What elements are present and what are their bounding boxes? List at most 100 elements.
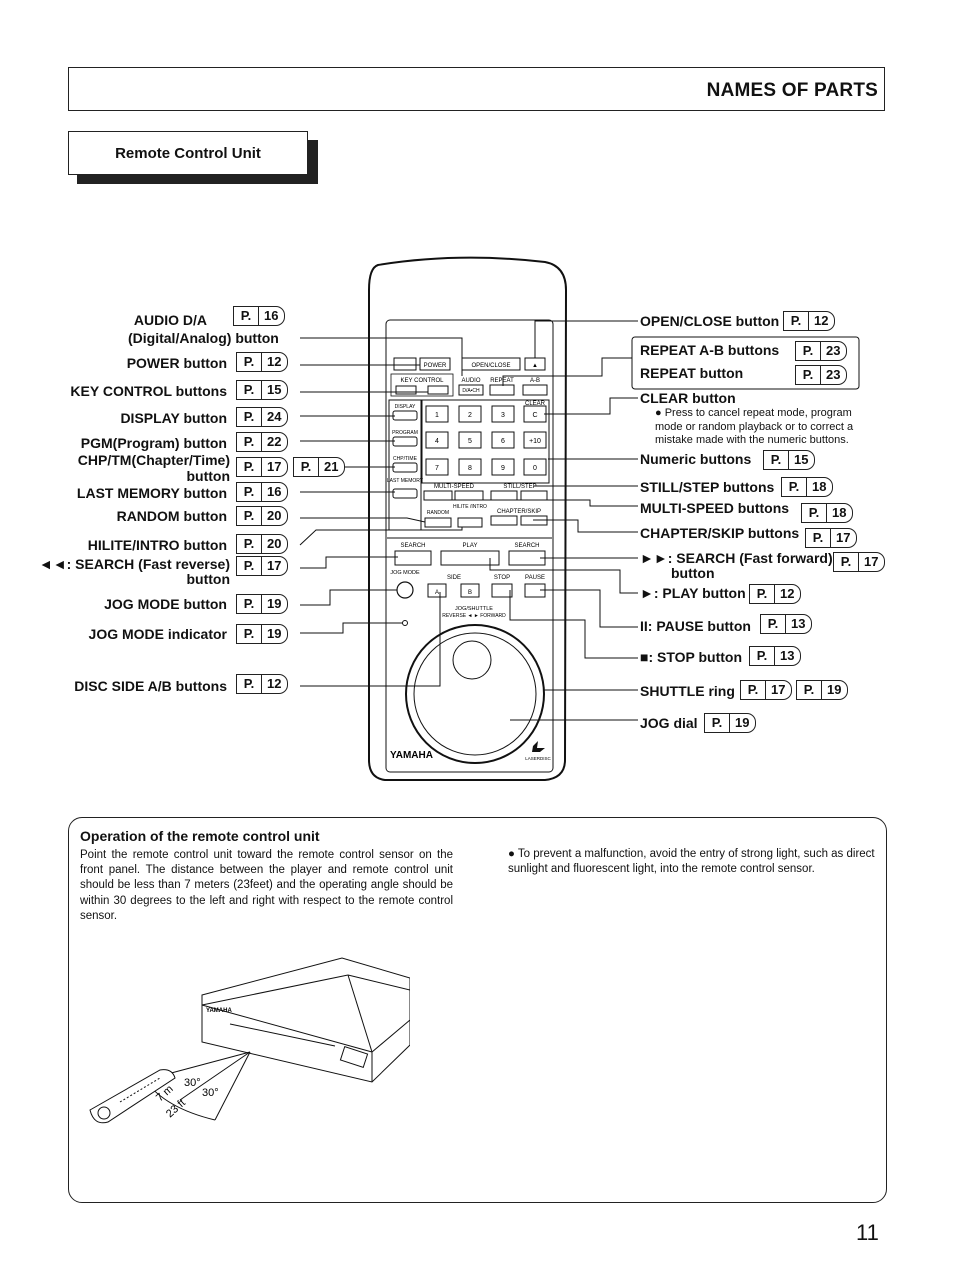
remote-num-5-text: 6 — [501, 438, 505, 445]
remote-jog-dimple — [452, 640, 492, 680]
label-search-fwd-cont: button — [671, 565, 715, 581]
label-audio-cont: (Digital/Analog) button — [128, 330, 279, 346]
label-chp-cont: button — [186, 468, 230, 484]
remote-audio-text: AUDIO — [461, 378, 480, 384]
remote-num-8-text: 8 — [468, 465, 472, 472]
remote-num-0-key — [425, 405, 449, 423]
ref-power: P.12 — [236, 352, 289, 372]
angle-left-text: 30° — [184, 1077, 201, 1089]
operation-note: ● To prevent a malfunction, avoid the en… — [508, 848, 875, 876]
remote-keycontrol-text: KEY CONTROL — [401, 378, 445, 384]
remote-chptime-text: CHP/TIME — [393, 456, 418, 462]
remote-brand-text: YAMAHA — [390, 750, 433, 761]
label-pause: II: PAUSE button — [640, 618, 751, 634]
label-search-rev: ◄◄: SEARCH (Fast reverse) — [38, 556, 230, 572]
label-power: POWER button — [126, 355, 227, 371]
remote-eject-text: ▲ — [532, 363, 538, 369]
label-chapter: CHAPTER/SKIP buttons — [640, 525, 800, 541]
remote-num-3-text: 4 — [435, 438, 439, 445]
remote-jogmode-text: JOG MODE — [390, 570, 420, 576]
remote-random-text: RANDOM — [427, 510, 449, 516]
label-openclose: OPEN/CLOSE button — [640, 313, 780, 329]
label-hilite: HILITE/INTRO button — [87, 537, 227, 553]
ref-repeatab: P.23 — [795, 341, 848, 361]
ref-pause: P.13 — [760, 614, 813, 634]
remote-multispeed-text: MULTI-SPEED — [434, 484, 475, 490]
remote-side-text: SIDE — [447, 575, 461, 581]
label-chp: CHP/TM(Chapter/Time) — [77, 452, 230, 468]
ref-search-rev: P.17 — [236, 556, 289, 576]
label-pgm: PGM(Program) button — [80, 435, 227, 451]
remote-revfwd-text: REVERSE ◄ ► FORWARD — [442, 613, 506, 619]
remote-shuttle-ring — [405, 624, 545, 764]
ref-lastmemory: P.16 — [236, 482, 289, 502]
ref-pgm: P.22 — [236, 432, 289, 452]
label-keycontrol: KEY CONTROL buttons — [70, 383, 227, 399]
remote-num-9-key — [491, 458, 515, 476]
remote-side-b-text: B — [468, 590, 472, 596]
ref-chp-b: P.21 — [293, 457, 346, 477]
remote-ld-logo-text: LASERDISC — [525, 756, 551, 761]
label-audio: AUDIO D/A — [133, 312, 207, 328]
ref-shuttle-b: P.19 — [796, 680, 849, 700]
hand-remote — [89, 1069, 176, 1124]
player-brand-text: YAMAHA — [206, 1008, 232, 1014]
label-still: STILL/STEP buttons — [640, 479, 775, 495]
ref-openclose: P.12 — [783, 311, 836, 331]
remote-jog-dial — [413, 632, 537, 756]
remote-num-4-text: 5 — [468, 438, 472, 445]
label-discside: DISC SIDE A/B buttons — [74, 678, 227, 694]
ref-shuttle-a: P.17 — [740, 680, 793, 700]
page-title: NAMES OF PARTS — [706, 80, 878, 101]
remote-play-text: PLAY — [463, 543, 478, 549]
remote-diagram: POWER OPEN/CLOSE ▲ KEY CONTROL AUDIO D/A… — [299, 256, 860, 781]
ref-jogdial: P.19 — [704, 713, 757, 733]
label-search-fwd: ►►: SEARCH (Fast forward) — [640, 550, 833, 566]
label-lastmemory: LAST MEMORY button — [76, 485, 227, 501]
remote-chapterskip-text: CHAPTER/SKIP — [497, 509, 541, 515]
label-repeatab: REPEAT A-B buttons — [640, 342, 780, 358]
remote-num-1-text: 2 — [468, 412, 472, 419]
operation-text: Point the remote control unit toward the… — [80, 849, 453, 922]
ref-jogindicator: P.19 — [236, 624, 289, 644]
ref-audio: P.16 — [233, 306, 286, 326]
remote-repeat-text: REPEAT — [490, 378, 514, 384]
remote-side-a-text: A — [435, 590, 439, 596]
ref-hilite: P.20 — [236, 534, 289, 554]
remote-ld-logo-mark — [532, 741, 545, 752]
label-random: RANDOM button — [116, 508, 227, 524]
remote-clear-text: C — [532, 412, 537, 419]
clear-note: ● Press to cancel repeat mode, program m… — [655, 407, 854, 446]
remote-num-7-text: 7 — [435, 465, 439, 472]
remote-num-8-key — [458, 458, 482, 476]
remote-num-9-text: 9 — [501, 465, 505, 472]
remote-num-5-key — [491, 431, 515, 449]
remote-audio-sub-text: D/A•CH — [462, 388, 480, 394]
label-jogindicator: JOG MODE indicator — [88, 626, 227, 642]
remote-num-10-text: 0 — [533, 465, 537, 472]
ref-chp-a: P.17 — [236, 457, 289, 477]
remote-num-6-text: +10 — [529, 438, 541, 445]
remote-num-2-key — [491, 405, 515, 423]
ref-multi: P.18 — [801, 503, 854, 523]
laserdisc-player — [201, 957, 410, 1083]
section-title: Remote Control Unit — [68, 131, 308, 175]
page-header-box: NAMES OF PARTS — [68, 67, 885, 111]
operation-title: Operation of the remote control unit — [80, 828, 320, 844]
operation-box — [68, 817, 887, 1203]
remote-hilite-text: HILITE /INTRO — [453, 504, 487, 510]
remote-jogshuttle-text: JOG/SHUTTLE — [455, 606, 493, 612]
remote-lastmemory-text: LAST MEMORY — [387, 478, 424, 484]
remote-search-fwd-text: SEARCH — [514, 543, 539, 549]
ref-keycontrol: P.15 — [236, 380, 289, 400]
remote-num-7-key — [425, 458, 449, 476]
ref-search-fwd: P.17 — [833, 552, 886, 572]
label-stop: ■: STOP button — [640, 649, 743, 665]
label-numeric: Numeric buttons — [640, 451, 752, 467]
ref-numeric: P.15 — [763, 450, 816, 470]
remote-stop-text: STOP — [494, 575, 510, 581]
ref-jogmode: P.19 — [236, 594, 289, 614]
remote-standby-key — [393, 357, 417, 371]
ref-still: P.18 — [781, 477, 834, 497]
